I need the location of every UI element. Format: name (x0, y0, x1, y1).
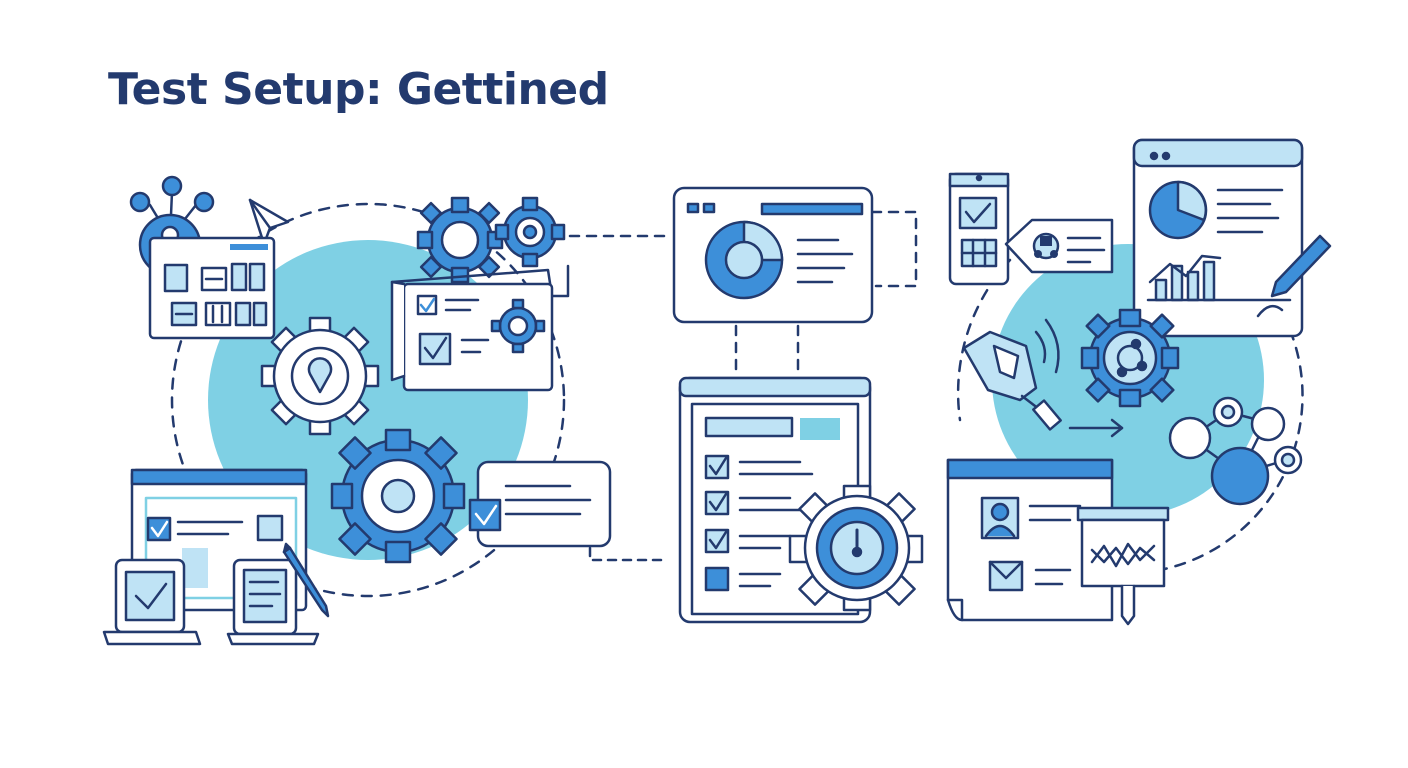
molecule-nodes-icon (1168, 396, 1303, 506)
scanner-icon (962, 318, 1062, 431)
monitor-donut-icon (672, 186, 874, 324)
pen-icon (1256, 234, 1332, 318)
gear-pin-icon (260, 316, 380, 436)
profile-window-icon (946, 458, 1114, 622)
network-gear-icon (1080, 308, 1180, 408)
dashboard-window-icon (148, 236, 276, 340)
page-title: Test Setup: Gettined (108, 64, 609, 115)
checklist-card-icon (390, 264, 570, 392)
paper-plane-icon (248, 198, 290, 246)
pencil-icon (282, 542, 330, 618)
message-check-icon (468, 460, 668, 562)
tablet-check-icon (102, 558, 202, 646)
gears-pair-icon (416, 196, 566, 284)
phone-notes-icon (226, 558, 320, 646)
gauge-gear-icon (788, 484, 924, 612)
report-window-icon (1132, 138, 1304, 338)
large-gear-icon (330, 428, 466, 564)
arrow-right-icon (1068, 418, 1124, 438)
robot-tag-icon (1004, 218, 1114, 274)
connector-lines (568, 210, 918, 376)
smartphone-check-icon (948, 172, 1010, 286)
line-chart-board-icon (1076, 506, 1170, 626)
